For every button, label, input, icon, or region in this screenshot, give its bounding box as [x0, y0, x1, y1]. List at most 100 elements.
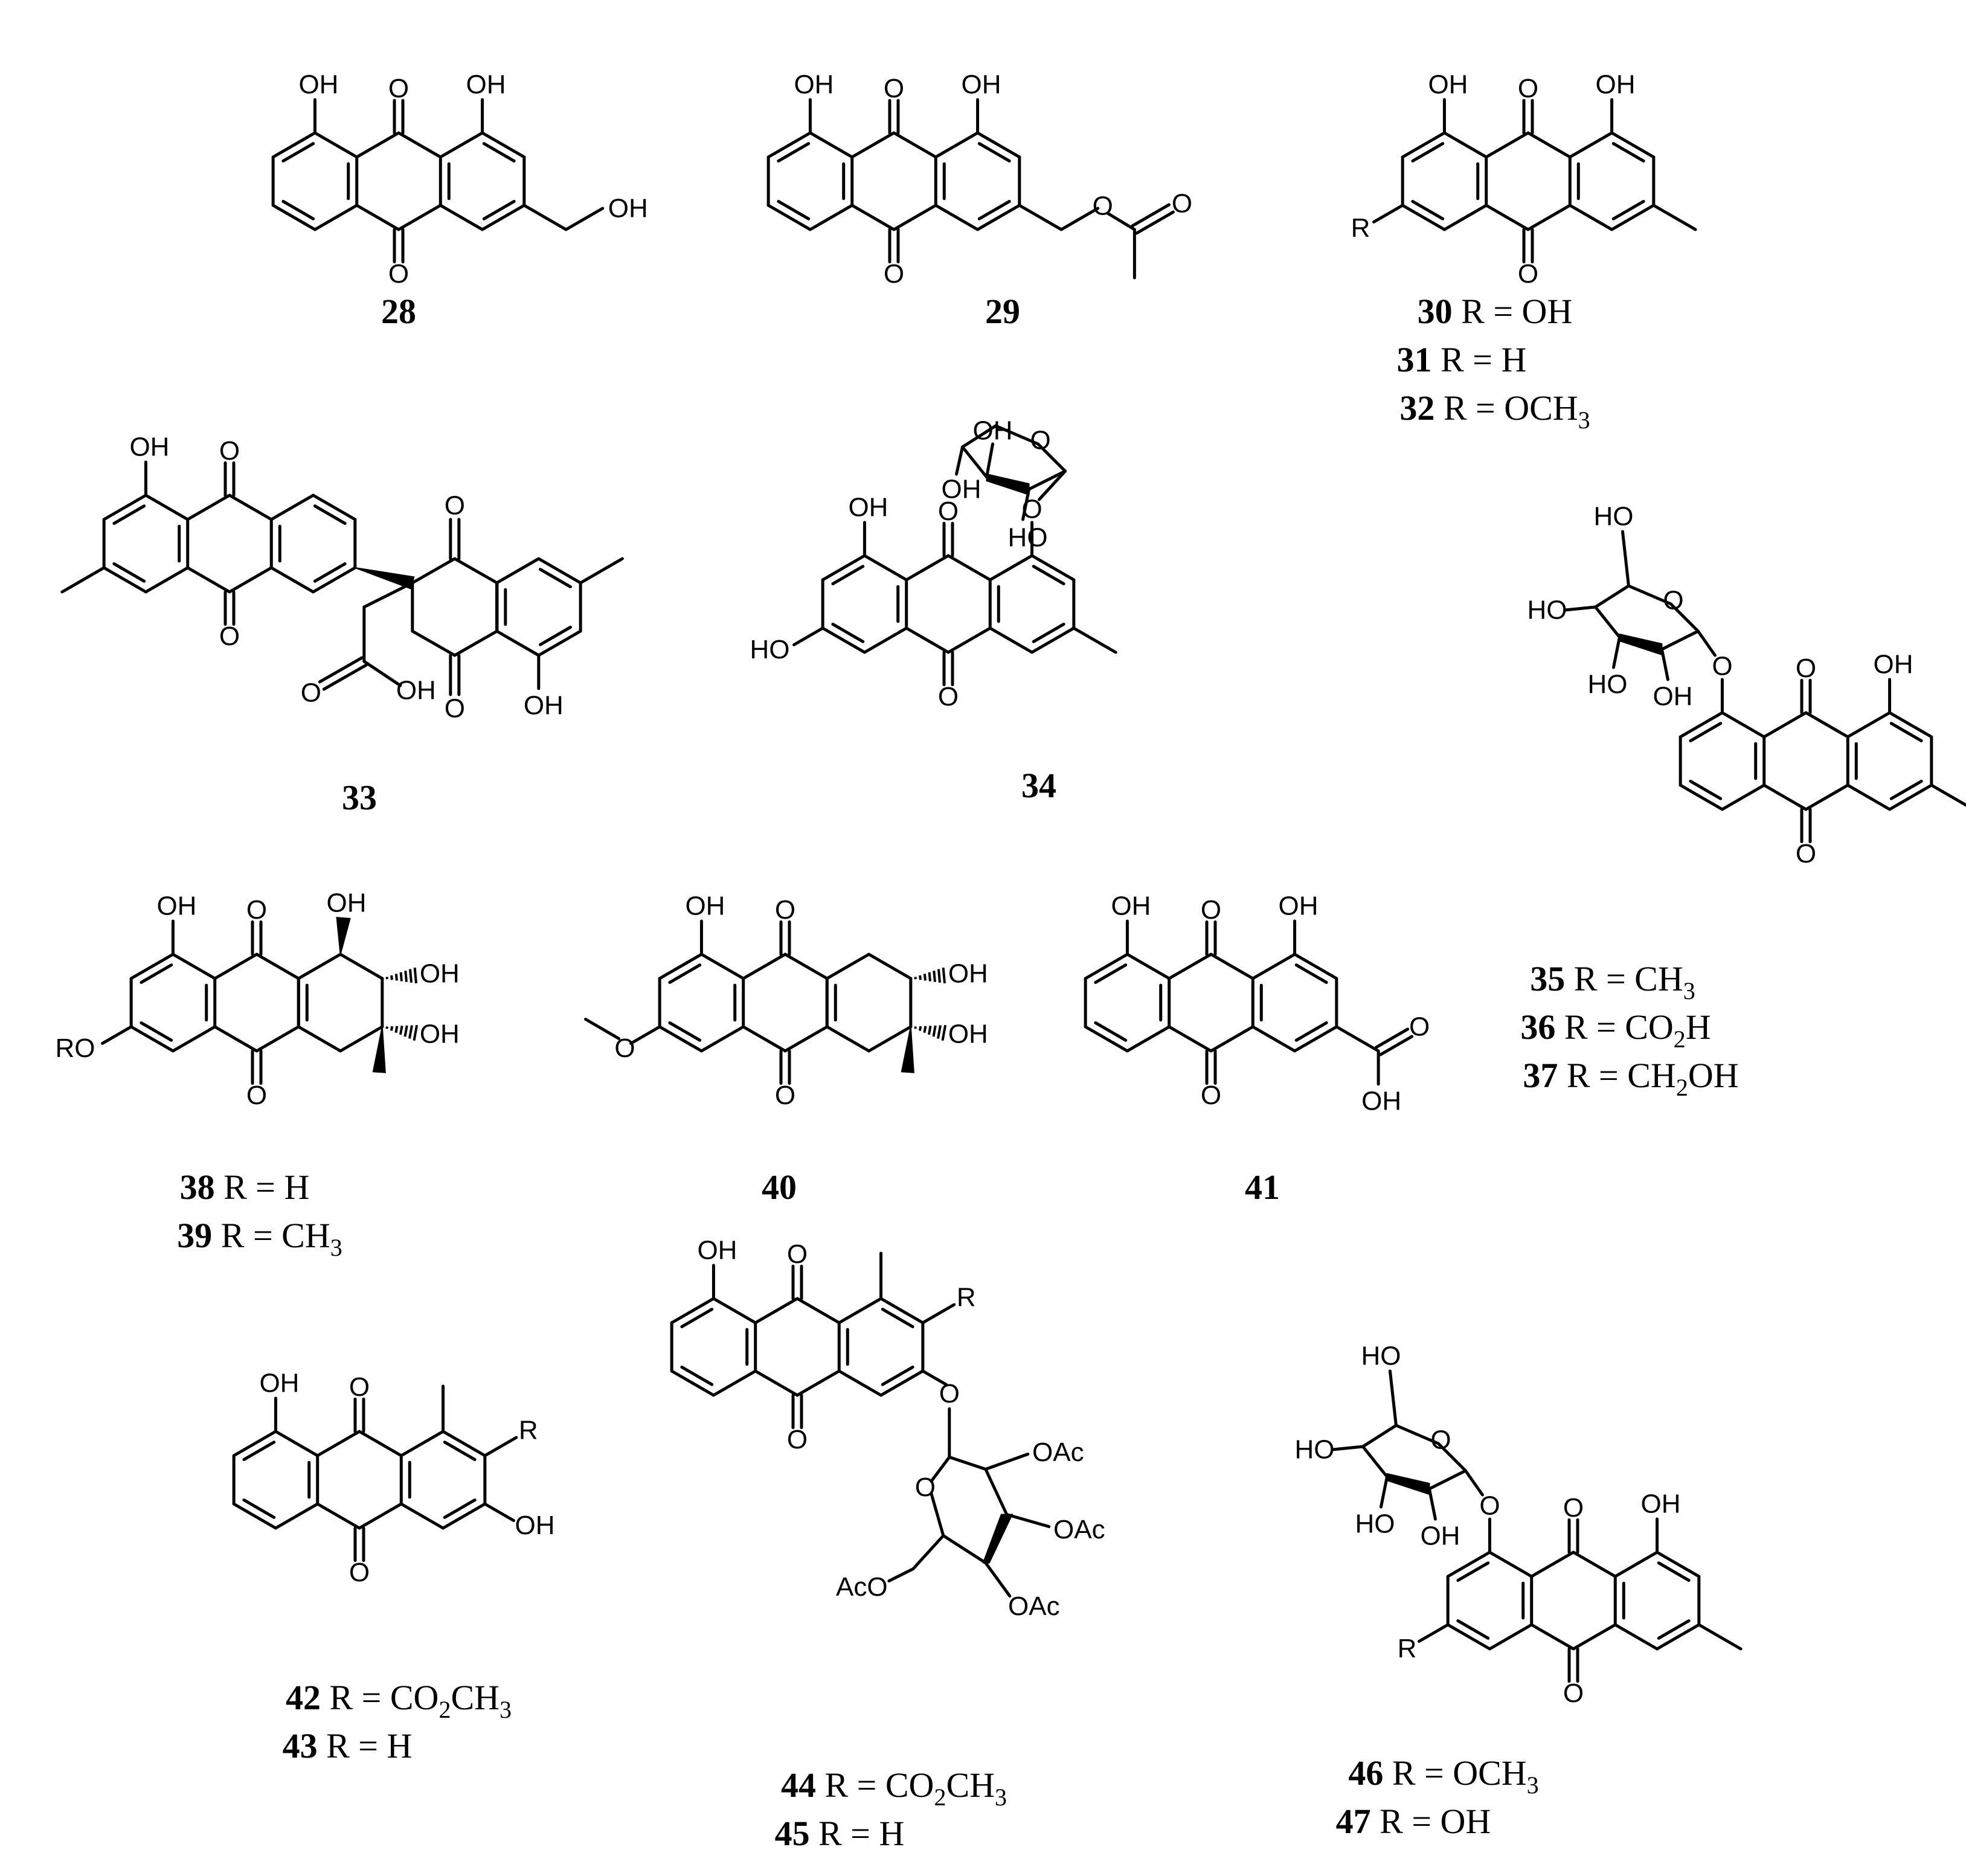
bond	[481, 204, 526, 231]
bond	[483, 1502, 515, 1522]
bond	[1436, 1442, 1467, 1473]
compound-number: 40	[762, 1168, 797, 1207]
bond	[808, 131, 854, 159]
atom-label: O	[1201, 1081, 1221, 1110]
bond	[795, 1369, 841, 1397]
double-bond-inner	[1689, 779, 1723, 800]
atom-label: O	[301, 678, 321, 708]
bond	[985, 442, 995, 479]
bond	[850, 131, 896, 159]
bond	[930, 1492, 945, 1537]
bond	[297, 1025, 342, 1053]
double-bond-inner	[1689, 722, 1723, 743]
bond	[213, 1025, 259, 1053]
atom-label: HO	[1361, 1341, 1401, 1371]
bond	[1656, 1550, 1701, 1578]
atom-label: O	[938, 496, 959, 526]
atom-label: OH	[1279, 891, 1319, 921]
bond	[1427, 1469, 1467, 1491]
atom-label: OH	[942, 475, 981, 504]
double-bond-inner	[777, 199, 811, 220]
compound-number: 30	[1418, 292, 1453, 331]
double-bond-inner	[140, 1021, 173, 1042]
bond	[1463, 1469, 1484, 1497]
bond	[976, 131, 1021, 159]
atom-label: OH	[259, 1369, 299, 1398]
atom-label: OH	[848, 493, 888, 522]
bond	[1485, 131, 1530, 159]
bond	[1720, 711, 1766, 739]
bond	[742, 1025, 787, 1053]
bond	[129, 1025, 175, 1053]
bond	[821, 554, 866, 582]
atom-label: OH	[515, 1511, 554, 1540]
bond	[144, 493, 190, 521]
hashed-bond	[942, 967, 946, 984]
bond	[228, 566, 273, 594]
double-bond-inner	[1456, 1561, 1490, 1582]
double-bond-inner	[977, 142, 1011, 163]
atom-label: R	[1351, 213, 1370, 243]
atom-label: O	[939, 1379, 960, 1409]
bond	[213, 952, 259, 980]
atom-label: O	[349, 1558, 370, 1587]
bond	[522, 204, 568, 231]
bond	[934, 131, 980, 159]
bond	[1005, 1513, 1051, 1528]
bond	[1669, 602, 1700, 633]
double-bond-inner	[140, 963, 173, 985]
bond	[232, 1502, 277, 1530]
atom-label: OH	[962, 70, 1001, 100]
bond	[955, 445, 965, 476]
double-bond-inner	[482, 199, 516, 220]
bond	[1442, 204, 1488, 231]
bond	[537, 557, 582, 585]
bond	[1388, 1369, 1398, 1427]
bond	[879, 1369, 925, 1397]
sugar-front-bond	[1619, 633, 1663, 656]
bond	[362, 660, 402, 687]
atom-label: O	[246, 895, 267, 925]
bond	[1846, 783, 1892, 811]
bond	[232, 1430, 277, 1457]
double-bond-inner	[112, 504, 146, 525]
bond	[795, 1297, 841, 1325]
double-bond-inner	[1032, 565, 1065, 586]
atom-label: OH	[948, 959, 988, 989]
bond	[1084, 1025, 1129, 1053]
hashed-bond	[937, 1025, 942, 1039]
bond	[1888, 783, 1933, 811]
double-bond-inner	[1411, 142, 1445, 163]
atom-label: O	[445, 491, 465, 521]
double-bond-inner	[881, 1365, 914, 1386]
bond	[1593, 584, 1630, 609]
bond	[1379, 1475, 1389, 1509]
atom-label: OH	[156, 891, 196, 921]
bond	[712, 1369, 757, 1397]
bond	[905, 626, 950, 654]
bond	[921, 1303, 956, 1325]
compound-label: 42 R = CO2CH3	[286, 1678, 512, 1723]
hashed-bond	[914, 1026, 917, 1029]
double-bond-inner	[242, 1441, 276, 1462]
compound-label: 44 R = CO2CH3	[781, 1765, 1007, 1811]
bond	[316, 1430, 361, 1457]
compound-number: 44	[781, 1765, 816, 1805]
bond	[783, 1025, 829, 1053]
bond	[712, 1297, 757, 1325]
bond	[1697, 1623, 1743, 1651]
bond	[411, 557, 457, 585]
atom-label: OAc	[1053, 1515, 1105, 1544]
double-bond-inner	[977, 199, 1011, 220]
atom-label: OH	[524, 691, 564, 721]
bond	[1401, 131, 1446, 159]
atom-label: OH	[396, 676, 436, 705]
double-bond	[1379, 1035, 1414, 1056]
atom-label: OH	[1111, 891, 1151, 921]
bond	[269, 566, 315, 594]
atom-label: O	[1201, 895, 1221, 925]
compound-label: 36 R = CO2H	[1520, 1007, 1711, 1053]
bond	[911, 1534, 945, 1570]
hashed-bond	[394, 1026, 399, 1033]
bond	[1804, 783, 1849, 811]
